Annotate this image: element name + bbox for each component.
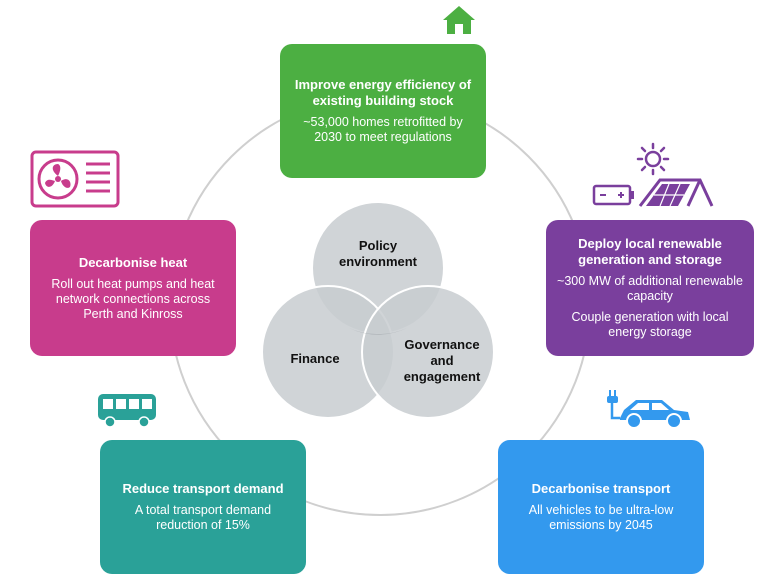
box-title: Reduce transport demand [122,481,284,496]
box-body: All vehicles to be ultra-low emissions b… [528,503,674,532]
electric-car-icon [607,390,690,429]
venn-label-policy: Policy environment [338,238,417,269]
box-body: ~53,000 homes retrofitted by 2030 to mee… [303,115,463,144]
box-decarbonise-heat: Decarbonise heat Roll out heat pumps and… [30,220,236,356]
box-title: Decarbonise heat [78,254,188,270]
box-body: A total transport demand reduction of 15… [134,503,272,532]
box-body: ~300 MW of additional renewable capacity [557,274,743,303]
battery-icon [592,184,634,206]
box-energy-efficiency: Improve energy efficiency of existing bu… [280,44,486,178]
box-body-secondary: Couple generation with local energy stor… [571,310,729,339]
house-icon [443,6,475,34]
box-body: Roll out heat pumps and heat network con… [51,276,215,321]
box-title: Deploy local renewable generation and st… [578,236,722,267]
solar-roof-icon [638,178,714,207]
venn-label-governance: Governance and engagement [403,337,481,384]
box-title: Improve energy efficiency of existing bu… [294,77,472,108]
venn-circle-governance [361,285,495,419]
venn-overlap-center [349,328,407,335]
sun-icon [636,142,670,176]
box-reduce-transport-demand: Reduce transport demand A total transpor… [100,440,306,574]
box-decarbonise-transport: Decarbonise transport All vehicles to be… [498,440,704,574]
venn-label-finance: Finance [290,351,340,366]
heat-pump-icon [30,150,120,208]
bus-icon [98,394,156,428]
box-renewable-generation: Deploy local renewable generation and st… [546,220,754,356]
box-title: Decarbonise transport [531,481,671,496]
